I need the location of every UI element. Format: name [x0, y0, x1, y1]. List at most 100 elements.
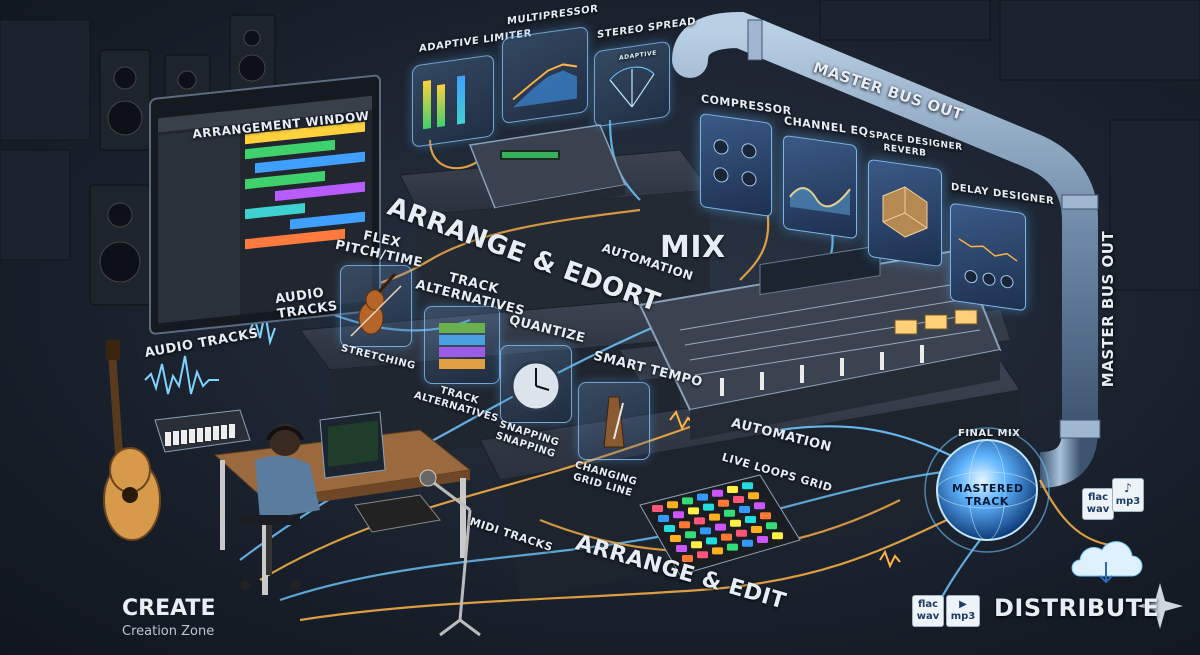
flex-pitch-time-box	[340, 265, 412, 347]
pad-button	[739, 506, 750, 513]
arrangement-window-monitor	[149, 74, 381, 335]
pad-button	[766, 522, 777, 530]
sparkle-icon	[1137, 583, 1183, 629]
pad-button	[727, 486, 738, 493]
delay-designer-taps	[958, 238, 1018, 289]
channel-eq-curve	[789, 187, 851, 216]
quantize-box	[500, 345, 572, 423]
smart-tempo-box	[578, 382, 650, 460]
master-bus-pipe	[672, 11, 1101, 488]
stereo-spread-scope	[609, 66, 655, 108]
space-designer-window: Space Designer Reverb	[868, 130, 963, 268]
pad-button	[760, 512, 771, 520]
multipressor-curve	[512, 63, 578, 108]
violin-icon	[350, 273, 402, 337]
adaptive-limiter-window: Adaptive Limiter	[412, 28, 532, 148]
stack-icon	[439, 323, 485, 369]
final-mix-label: Final Mix	[958, 428, 1021, 439]
pad-button	[703, 503, 714, 511]
music-note-icon: ♪	[1124, 481, 1132, 495]
pad-button	[742, 482, 753, 490]
limiter-meter-right	[437, 84, 445, 128]
mastered-track-orb	[924, 427, 1050, 553]
small-mixer	[468, 124, 627, 218]
pad-button	[706, 537, 717, 545]
pad-button	[700, 527, 711, 535]
file-badge-mp3-bottom: ▶mp3	[946, 595, 980, 627]
channel-eq-window: Channel EQ	[783, 114, 868, 240]
pad-button	[670, 535, 681, 542]
pad-button	[730, 519, 741, 527]
pad-button	[715, 523, 726, 531]
space-designer-cube	[882, 186, 928, 238]
mix-label: MIX	[660, 230, 726, 265]
mastered-line1: Mastered	[952, 482, 1024, 495]
pad-button	[685, 531, 696, 539]
pad-button	[694, 517, 705, 525]
mastered-line2: Track	[965, 495, 1009, 508]
pad-button	[658, 515, 669, 522]
file-wav-right: wav	[1086, 504, 1110, 515]
pad-button	[688, 507, 699, 515]
file-wav-bottom: wav	[916, 611, 940, 622]
pad-button	[757, 536, 768, 543]
acoustic-panels	[0, 0, 1200, 291]
pad-button	[679, 521, 690, 529]
file-flac-right: flac	[1087, 492, 1109, 503]
pad-button	[718, 499, 729, 507]
delay-designer-window: Delay Designer	[950, 182, 1054, 312]
pad-button	[697, 493, 708, 501]
create-label: CREATE	[122, 596, 216, 621]
pad-button	[709, 513, 720, 521]
pad-button	[676, 545, 687, 552]
pad-button	[697, 551, 708, 559]
limiter-meter-left	[423, 80, 431, 130]
live-loops-pad-grid	[639, 474, 801, 576]
pad-button	[724, 509, 735, 517]
file-badge-mp3-right: ♪mp3	[1112, 478, 1144, 512]
pad-button	[664, 525, 675, 532]
clock-icon	[510, 360, 562, 412]
multipressor-window: Multipressor	[502, 4, 598, 125]
file-mp3-bottom: mp3	[950, 611, 976, 622]
file-mp3-right: mp3	[1115, 496, 1141, 507]
pad-button	[736, 529, 747, 537]
cloud-upload-icon	[1071, 541, 1143, 584]
compressor-knobs	[713, 139, 757, 187]
pad-button	[733, 496, 744, 503]
pad-button	[742, 539, 753, 547]
pad-button	[745, 516, 756, 523]
ceiling-meter	[457, 75, 465, 125]
compressor-window: Compressor	[700, 92, 792, 218]
master-bus-out-right-label: Master Bus Out	[1099, 230, 1118, 388]
pad-button	[667, 501, 678, 509]
producer-desk	[154, 409, 481, 637]
microphone-icon	[419, 469, 481, 637]
pad-button	[754, 502, 765, 510]
pad-button	[691, 541, 702, 549]
play-icon: ▶	[959, 599, 967, 610]
pad-button	[682, 497, 693, 505]
creation-zone-label: Creation Zone	[122, 624, 215, 639]
pad-button	[727, 543, 738, 551]
track-alternatives-box	[424, 306, 500, 384]
headphones-icon	[266, 425, 304, 441]
metronome-icon	[603, 396, 625, 448]
pad-button	[712, 489, 723, 497]
stereo-spread-window: Stereo Spread Adaptive	[594, 16, 696, 128]
pad-button	[721, 533, 732, 541]
pad-button	[772, 532, 783, 540]
pad-button	[673, 511, 684, 519]
pad-button	[751, 526, 762, 533]
pad-button	[682, 555, 693, 562]
pad-button	[652, 505, 663, 512]
pad-button	[748, 492, 759, 500]
file-flac-bottom: flac	[917, 599, 939, 610]
guitar-icon	[103, 340, 161, 541]
distribute-label: DISTRIBUTE	[994, 594, 1160, 622]
mastered-track-label: MasteredTrack	[952, 482, 1024, 508]
